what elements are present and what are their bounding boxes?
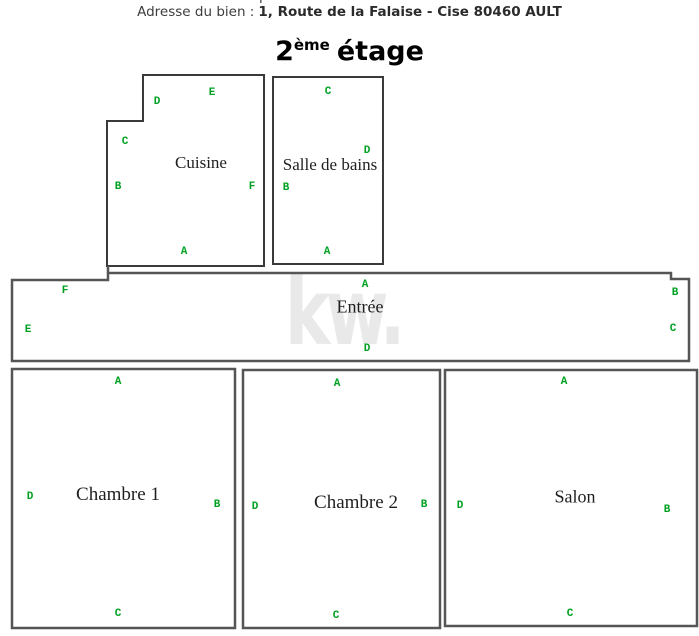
floor-number: 2: [275, 36, 294, 67]
room-label-salle-de-bains: Salle de bains: [282, 155, 378, 174]
entree-outline: [10, 271, 691, 363]
wall-marker-chambre2-c: C: [332, 610, 340, 622]
wall-marker-cuisine-b: B: [114, 181, 122, 193]
wall-marker-cuisine-d: D: [153, 96, 161, 108]
wall-marker-entree-c: C: [669, 323, 677, 335]
wall-marker-chambre2-a: A: [333, 378, 341, 390]
wall-marker-sdb-b: B: [282, 182, 290, 194]
wall-marker-cuisine-c: C: [121, 136, 129, 148]
address-value: 1, Route de la Falaise - Cise 80460 AULT: [258, 4, 562, 20]
wall-marker-chambre1-d: D: [26, 491, 34, 503]
wall-marker-sdb-c: C: [324, 86, 332, 98]
wall-marker-entree-f: F: [61, 285, 69, 297]
address-line: Adresse du bien :1, Route de la Falaise …: [0, 4, 699, 21]
wall-marker-entree-d: D: [363, 343, 371, 355]
floor-word: étage: [336, 36, 424, 67]
owner-label: Propriétaire :: [238, 0, 325, 4]
wall-marker-salon-c: C: [566, 608, 574, 620]
kw-watermark: kw.: [284, 259, 406, 367]
wall-marker-cuisine-e: E: [208, 87, 216, 99]
wall-marker-chambre2-b: B: [420, 499, 428, 511]
room-label-chambre-2: Chambre 2: [314, 492, 398, 513]
owner-line: Propriétaire : SAS Villa l'Atelier: [0, 0, 699, 5]
wall-marker-cuisine-f: F: [248, 181, 256, 193]
wall-marker-chambre1-b: B: [213, 499, 221, 511]
room-label-entree: Entrée: [336, 296, 384, 317]
wall-marker-salon-a: A: [560, 376, 568, 388]
chambre-2-outline: [241, 368, 442, 630]
wall-marker-chambre1-c: C: [114, 608, 122, 620]
wall-marker-sdb-d: D: [363, 145, 371, 157]
wall-marker-chambre1-a: A: [114, 376, 122, 388]
room-label-salon: Salon: [554, 486, 596, 507]
page-title: 2ème étage: [0, 36, 699, 68]
wall-marker-entree-e: E: [24, 324, 32, 336]
address-label: Adresse du bien :: [137, 4, 255, 20]
salon-outline: [443, 368, 699, 628]
wall-marker-chambre2-d: D: [251, 501, 259, 513]
wall-marker-sdb-a: A: [323, 246, 331, 258]
room-label-chambre-1: Chambre 1: [76, 484, 160, 505]
wall-marker-entree-a: A: [361, 279, 369, 291]
wall-marker-salon-d: D: [456, 500, 464, 512]
floor-ordinal: ème: [293, 36, 330, 54]
wall-marker-salon-b: B: [663, 504, 671, 516]
owner-value: SAS Villa l'Atelier: [329, 0, 461, 4]
salle-de-bains-outline: [272, 76, 384, 265]
chambre-1-outline: [10, 367, 237, 630]
room-label-cuisine: Cuisine: [175, 153, 227, 172]
wall-marker-cuisine-a: A: [180, 246, 188, 258]
wall-marker-entree-b: B: [671, 287, 679, 299]
